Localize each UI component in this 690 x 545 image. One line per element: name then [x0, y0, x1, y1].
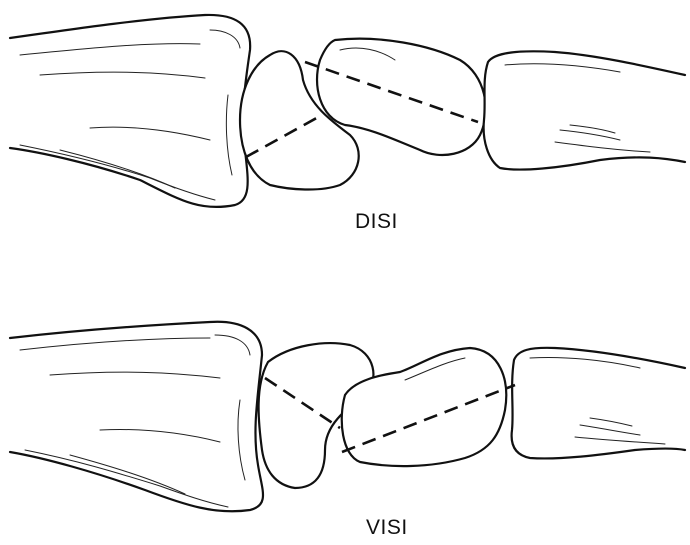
visi-panel — [10, 322, 685, 512]
radius-bone-bottom — [10, 322, 263, 512]
visi-caption: VISI — [366, 516, 408, 540]
disi-panel — [10, 15, 685, 207]
radius-bone-top — [10, 15, 250, 207]
metacarpal-bone-bottom — [512, 348, 685, 459]
disi-caption: DISI — [355, 210, 398, 234]
metacarpal-bone-top — [484, 51, 685, 169]
